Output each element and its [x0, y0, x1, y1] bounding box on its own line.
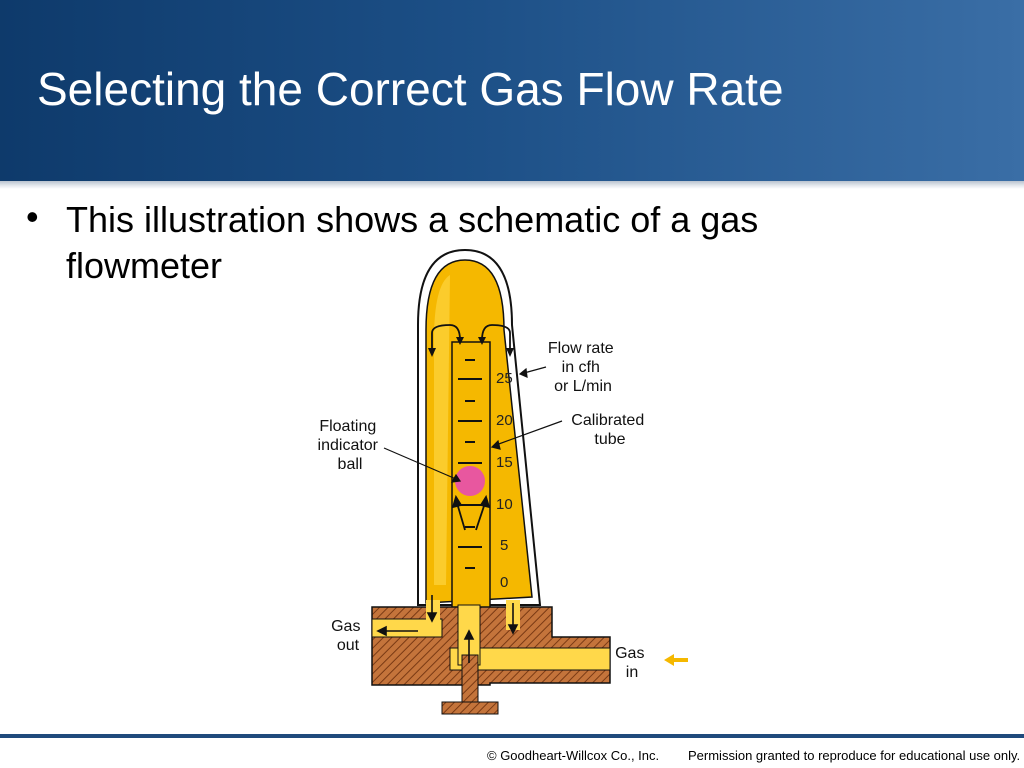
valve-knob	[441, 701, 499, 715]
body-highlight	[434, 275, 450, 585]
gas-in-label: Gas in	[615, 645, 649, 681]
title-bar	[0, 0, 1024, 181]
flowmeter-diagram: 25 20 15 10 5 0	[318, 248, 688, 715]
gas-out-label: Gas out	[331, 618, 365, 654]
flow-arrows	[431, 324, 511, 350]
scale-value: 25	[496, 370, 513, 387]
scale-value: 5	[500, 537, 508, 554]
footer-divider	[0, 734, 1024, 738]
gas-out-channel	[371, 618, 443, 638]
title-bar-shadow	[0, 181, 1024, 189]
scale-value: 15	[496, 454, 513, 471]
base-flow-arrows	[376, 595, 519, 663]
floating-indicator-ball	[455, 466, 485, 496]
permission-text: Permission granted to reproduce for educ…	[688, 748, 1021, 763]
calibrated-tube-label: Calibrated tube	[571, 412, 648, 448]
copyright-text: © Goodheart-Willcox Co., Inc.	[487, 748, 660, 763]
valve-stem	[461, 654, 479, 704]
scale-value: 10	[496, 496, 513, 513]
bullet-icon: •	[26, 196, 39, 237]
flow-rate-label: Flow rate in cfh or L/min	[548, 340, 618, 395]
scale-value: 0	[500, 574, 508, 591]
gas-in-arrow	[664, 654, 688, 666]
tube-flow-arrows	[451, 494, 491, 531]
floating-ball-label: Floating indicator ball	[318, 418, 383, 473]
gas-in-channel	[449, 647, 611, 671]
scale-value: 20	[496, 412, 513, 429]
slide-title: Selecting the Correct Gas Flow Rate	[37, 63, 784, 115]
scale-marks	[458, 359, 482, 569]
bullet-text: This illustration shows a schematic of a…	[66, 199, 759, 286]
